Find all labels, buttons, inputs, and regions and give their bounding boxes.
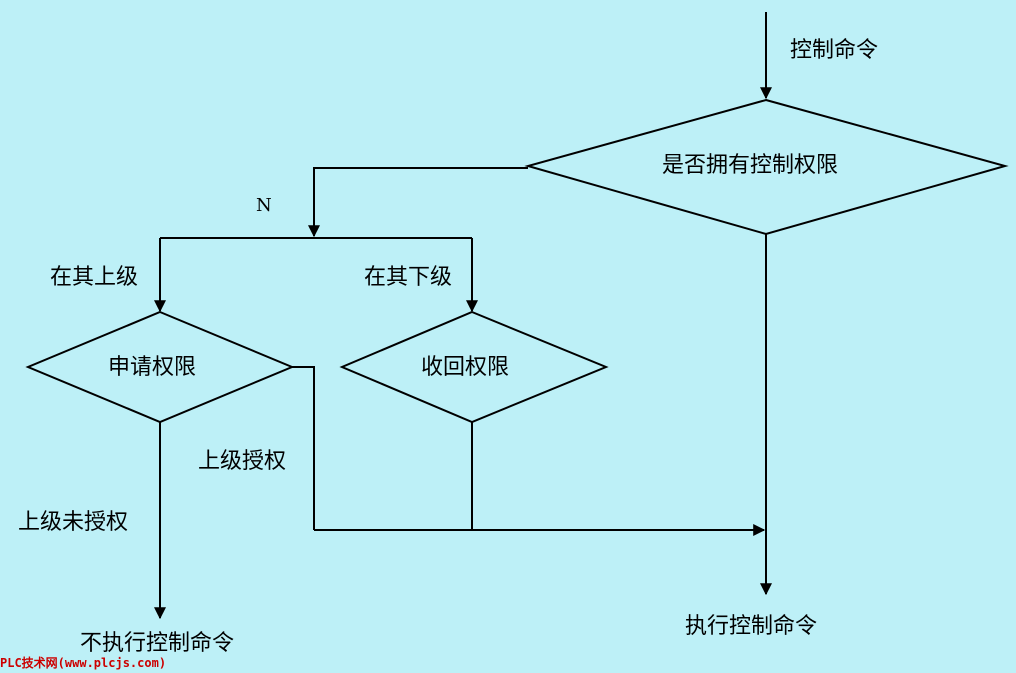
request-permission-label: 申请权限: [108, 355, 197, 380]
input-label: 控制命令: [790, 38, 879, 63]
superior-not-authorized-label: 上级未授权: [18, 510, 129, 535]
branch-subordinate-label: 在其下级: [364, 265, 453, 290]
branch-superior-label: 在其上级: [50, 265, 139, 290]
no-flow-line: [308, 167, 528, 238]
execute-command-label: 执行控制命令: [685, 614, 818, 639]
authorized-flow-line: [292, 366, 315, 530]
not-execute-command-label: 不执行控制命令: [80, 631, 235, 656]
superior-authorized-label: 上级授权: [198, 449, 287, 474]
revoke-permission-label: 收回权限: [421, 355, 510, 380]
no-branch-label: N: [256, 195, 272, 216]
decision-permission-label: 是否拥有控制权限: [662, 153, 839, 178]
site-watermark: PLC技术网(www.plcjs.com): [0, 656, 167, 670]
